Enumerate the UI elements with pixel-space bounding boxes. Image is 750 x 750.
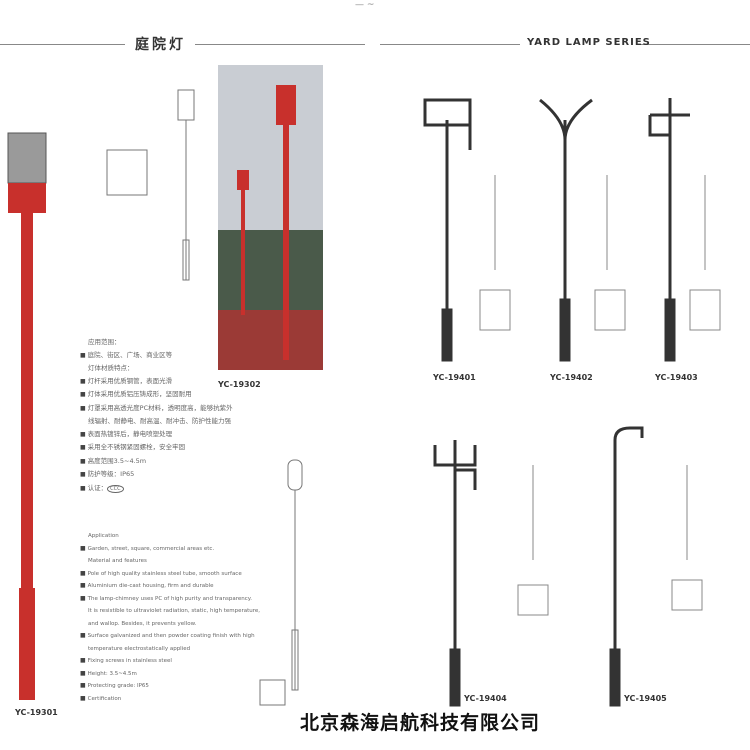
bullet: 防护等级：IP65 <box>80 468 280 482</box>
spec-cn: 应用范围： 庭院、街区、广场、商业区等 灯体材质特点： 灯杆采用优质钢管，表面光… <box>80 336 280 495</box>
ccc-mark: CCC <box>107 484 124 493</box>
bullet-cont: 线辐射、耐静电、耐高温、耐冲击、防护性能力强 <box>88 417 231 425</box>
bullet-cont: temperature electrostatically applied <box>88 645 191 652</box>
model-label: YC-19401 <box>433 373 476 382</box>
heading: Material and features <box>88 558 147 564</box>
model-label: YC-19301 <box>15 708 58 717</box>
cert-label: 认证： <box>87 483 108 492</box>
heading: Application <box>88 533 119 539</box>
model-label: YC-19405 <box>624 694 667 703</box>
lamp-yc-19402 <box>539 98 593 362</box>
spec-en: Application Garden, street, square, comm… <box>80 530 280 705</box>
bullet: 灯体采用优质铝压铸成形，坚固耐用 <box>80 388 280 402</box>
company-name: 北京森海启航科技有限公司 <box>300 712 541 734</box>
bullet: Surface galvanized and then powder coati… <box>80 630 280 643</box>
bullet: Pole of high quality stainless steel tub… <box>80 568 280 581</box>
bullet: Protecting grade: IP65 <box>80 680 280 693</box>
page-title-cn: 庭院灯 <box>135 37 186 53</box>
bullet: 表面热镀锌后，静电喷塑处理 <box>80 428 280 442</box>
lamp-yc-19404 <box>433 440 477 707</box>
heading: 灯体材质特点： <box>88 364 134 372</box>
divider <box>0 44 125 45</box>
page-title-en: YARD LAMP SERIES <box>527 37 651 48</box>
divider <box>640 44 750 45</box>
bullet: Height: 3.5~4.5m <box>80 668 280 681</box>
bullet: 认证：CCC <box>80 482 280 496</box>
model-label: YC-19402 <box>550 373 593 382</box>
bullet: 高度范围3.5~4.5m <box>80 455 280 469</box>
bullet: 庭院、街区、广场、商业区等 <box>80 349 280 363</box>
bullet: 采用全不锈钢紧固螺栓，安全牢固 <box>80 441 280 455</box>
bullet: The lamp-chimney uses PC of high purity … <box>80 593 280 606</box>
bullet: Certification <box>80 693 280 706</box>
bullet: 灯杆采用优质钢管，表面光滑 <box>80 375 280 389</box>
divider <box>380 44 520 45</box>
model-label: YC-19403 <box>655 373 698 382</box>
bullet: Fixing screws in stainless steel <box>80 655 280 668</box>
bullet: 灯罩采用高透光度PC材料，透明度高，能够抗紫外 <box>80 402 280 416</box>
heading: 应用范围： <box>88 338 121 346</box>
lamp-yc-19403 <box>648 98 690 362</box>
bullet: Garden, street, square, commercial areas… <box>80 543 280 556</box>
bullet: Aluminium die-cast housing, firm and dur… <box>80 580 280 593</box>
lamp-yc-19301 <box>7 132 47 700</box>
bullet-cont: It is resistible to ultraviolet radiatio… <box>88 608 261 614</box>
lamp-yc-19405 <box>609 426 644 707</box>
model-label: YC-19404 <box>464 694 507 703</box>
dimension-drawings <box>479 175 721 616</box>
bullet-cont: and wallop. Besides, it prevents yellow. <box>88 620 197 627</box>
top-mark: — ~ <box>355 0 375 10</box>
lamp-drawing-19302 <box>106 89 195 281</box>
product-photo-19302 <box>218 65 323 370</box>
divider <box>195 44 365 45</box>
lamp-yc-19401 <box>423 98 472 362</box>
